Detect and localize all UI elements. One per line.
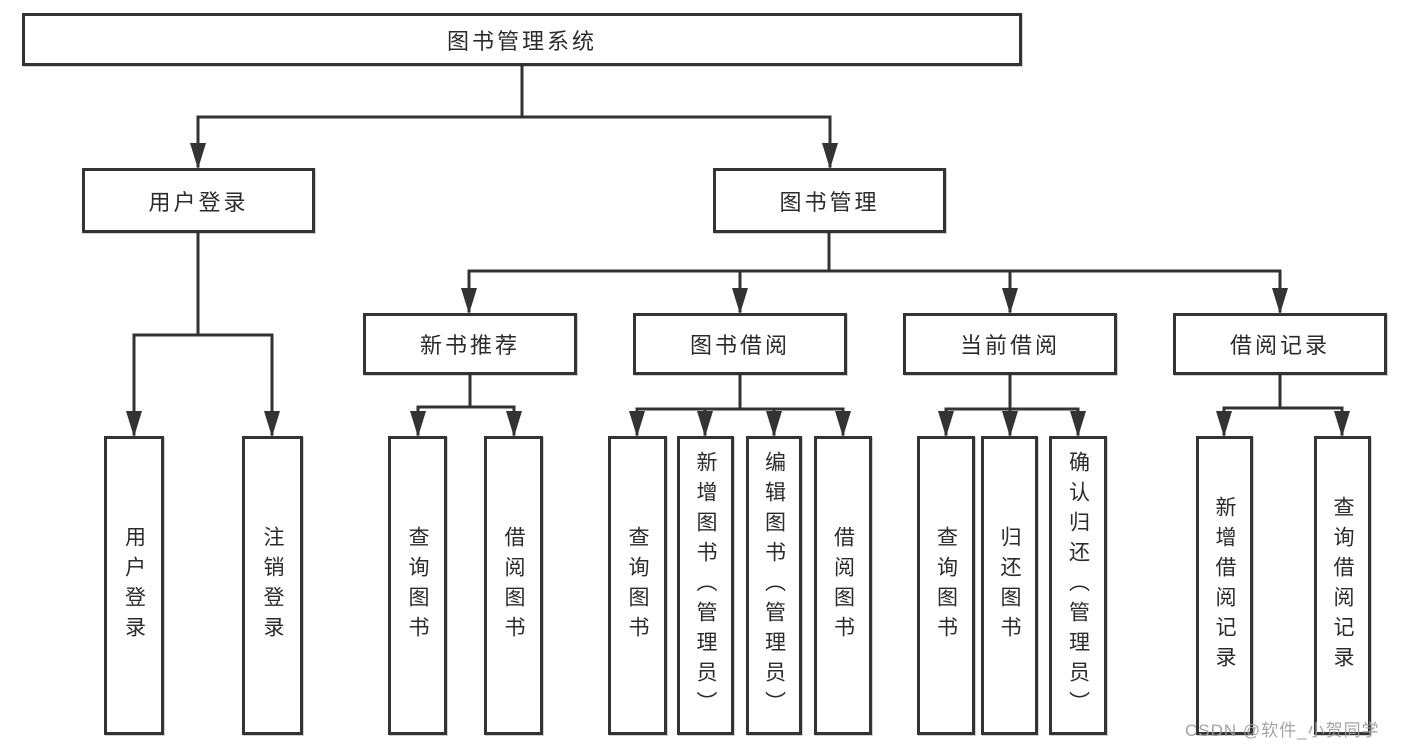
leaf-user-login-label: 用户登录 — [122, 525, 146, 646]
leaf-add-book-admin-label: 新增图书（管理员） — [694, 450, 717, 721]
node-new-book-recommend-label: 新书推荐 — [419, 333, 520, 358]
leaf-borrow-book-recommend-label: 借阅图书 — [502, 525, 525, 646]
leaf-return-book: 归还图书 — [981, 436, 1038, 735]
leaf-query-book-recommend: 查询图书 — [388, 436, 447, 735]
arrowheads — [126, 143, 1350, 437]
leaf-edit-book-admin-label: 编辑图书（管理员） — [762, 450, 786, 721]
leaf-borrow-book-recommend: 借阅图书 — [484, 436, 543, 735]
leaf-query-book-borrow: 查询图书 — [608, 436, 667, 735]
leaf-add-borrow-record: 新增借阅记录 — [1196, 436, 1253, 735]
leaf-confirm-return-admin-label: 确认归还（管理员） — [1066, 450, 1090, 721]
leaf-query-borrow-record: 查询借阅记录 — [1314, 436, 1371, 735]
node-book-borrow-label: 图书借阅 — [689, 333, 790, 358]
leaf-user-login: 用户登录 — [104, 436, 164, 735]
node-book-management: 图书管理 — [713, 168, 946, 233]
leaf-add-book-admin: 新增图书（管理员） — [677, 436, 734, 735]
node-book-borrow: 图书借阅 — [633, 313, 847, 375]
leaf-borrow-book-label: 借阅图书 — [831, 525, 855, 646]
node-book-management-label: 图书管理 — [779, 189, 880, 215]
node-borrow-records: 借阅记录 — [1173, 313, 1387, 375]
leaf-add-borrow-record-label: 新增借阅记录 — [1213, 495, 1236, 676]
node-root: 图书管理系统 — [22, 13, 1022, 66]
leaf-query-book-current-label: 查询图书 — [934, 525, 958, 646]
leaf-return-book-label: 归还图书 — [998, 525, 1021, 646]
leaf-borrow-book: 借阅图书 — [814, 436, 872, 735]
node-user-login: 用户登录 — [82, 168, 315, 233]
leaf-query-book-recommend-label: 查询图书 — [406, 525, 429, 646]
leaf-query-book-current: 查询图书 — [917, 436, 975, 735]
node-borrow-records-label: 借阅记录 — [1229, 333, 1330, 358]
leaf-query-book-borrow-label: 查询图书 — [626, 525, 649, 646]
watermark: CSDN @软件_小贺同学 — [1185, 721, 1380, 740]
node-current-borrow-label: 当前借阅 — [959, 333, 1060, 358]
node-root-label: 图书管理系统 — [446, 28, 597, 54]
leaf-query-borrow-record-label: 查询借阅记录 — [1331, 495, 1354, 676]
leaf-logout-label: 注销登录 — [261, 525, 284, 646]
leaf-edit-book-admin: 编辑图书（管理员） — [746, 436, 802, 735]
node-user-login-label: 用户登录 — [148, 189, 249, 215]
node-new-book-recommend: 新书推荐 — [363, 313, 577, 375]
leaf-confirm-return-admin: 确认归还（管理员） — [1049, 436, 1107, 735]
node-current-borrow: 当前借阅 — [903, 313, 1117, 375]
leaf-logout: 注销登录 — [242, 436, 303, 735]
